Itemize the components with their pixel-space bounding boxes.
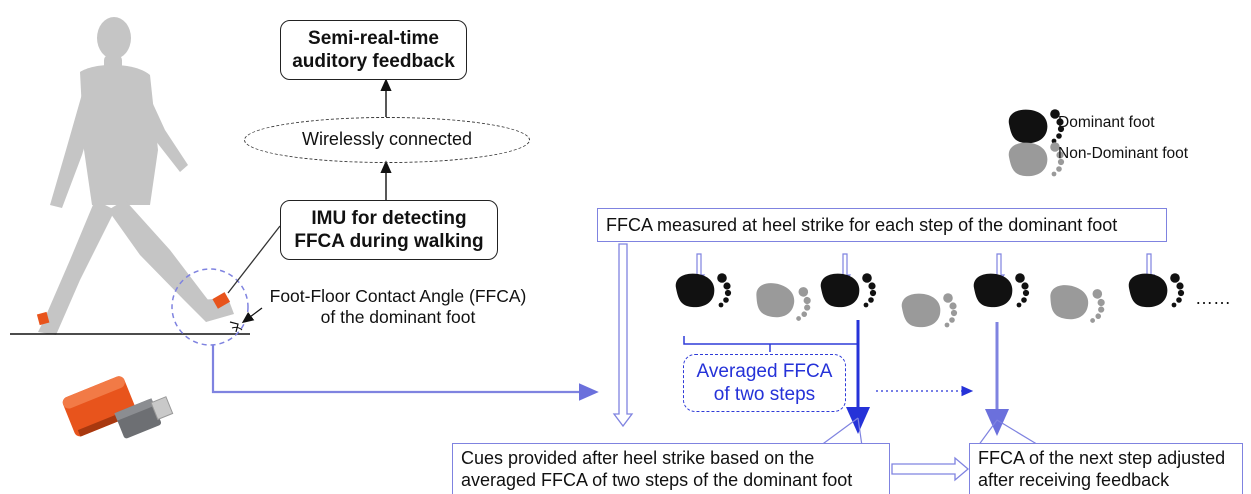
footprint-sequence: [675, 273, 1185, 328]
averaged-ffca-line1: Averaged FFCA: [696, 361, 833, 382]
flow-arrow-to-steps: [211, 345, 599, 401]
ffca-definition-line1: Foot-Floor Contact Angle (FFCA): [269, 286, 527, 306]
hollow-arrow-down: [612, 243, 634, 428]
ffca-measured-text: FFCA measured at heel strike for each st…: [606, 215, 1118, 235]
walking-person-silhouette: [38, 17, 234, 335]
cues-line1: Cues provided after heel strike based on…: [461, 448, 815, 468]
next-step-box: FFCA of the next step adjusted after rec…: [969, 443, 1243, 494]
non-dominant-footprint: [1047, 282, 1108, 325]
dominant-footprint: [820, 273, 877, 308]
legend-dominant-label: Dominant foot: [1058, 114, 1155, 131]
legend-dominant-icon: [1008, 109, 1065, 144]
non-dominant-footprint: [901, 293, 958, 328]
dominant-footprint: [1128, 273, 1185, 308]
hollow-arrow-right: [891, 456, 970, 482]
ffca-measured-box: FFCA measured at heel strike for each st…: [597, 208, 1167, 242]
feedback-box-line2: auditory feedback: [292, 51, 455, 72]
heel-strike-markers: [692, 253, 1156, 284]
foot-highlight-circle: [171, 268, 249, 346]
cues-line2: averaged FFCA of two steps of the domina…: [461, 470, 853, 490]
imu-device-image: [62, 376, 174, 439]
angle-marker: [229, 321, 239, 333]
averaged-ffca-line2: of two steps: [713, 384, 816, 405]
ffca-definition-label: Foot-Floor Contact Angle (FFCA) of the d…: [262, 286, 534, 328]
feedback-box-line1: Semi-real-time: [308, 28, 439, 49]
ffca-definition-line2: of the dominant foot: [320, 307, 476, 327]
imu-box-line2: FFCA during walking: [294, 231, 484, 252]
imu-box-line1: IMU for detecting: [311, 208, 467, 229]
sequence-ellipsis: ……: [1195, 288, 1231, 308]
next-step-line2: after receiving feedback: [978, 470, 1170, 490]
dominant-footprint: [675, 273, 732, 308]
legend-non-dominant-icon: [1008, 142, 1065, 177]
feedback-box: Semi-real-time auditory feedback: [280, 20, 467, 80]
wireless-oval: Wirelessly connected: [244, 117, 530, 163]
imu-callout-line: [227, 225, 281, 294]
dominant-footprint: [973, 273, 1030, 308]
averaged-ffca-box: Averaged FFCA of two steps: [683, 354, 846, 412]
two-step-bracket: [683, 336, 859, 345]
front-foot-sensor: [212, 292, 231, 309]
imu-box: IMU for detecting FFCA during walking: [280, 200, 498, 260]
cues-box: Cues provided after heel strike based on…: [452, 443, 890, 494]
back-foot-sensor: [36, 311, 50, 326]
wireless-label: Wirelessly connected: [301, 129, 473, 149]
non-dominant-footprint: [753, 280, 814, 323]
legend-non-dominant-label: Non-Dominant foot: [1058, 145, 1189, 162]
next-step-line1: FFCA of the next step adjusted: [978, 448, 1226, 468]
